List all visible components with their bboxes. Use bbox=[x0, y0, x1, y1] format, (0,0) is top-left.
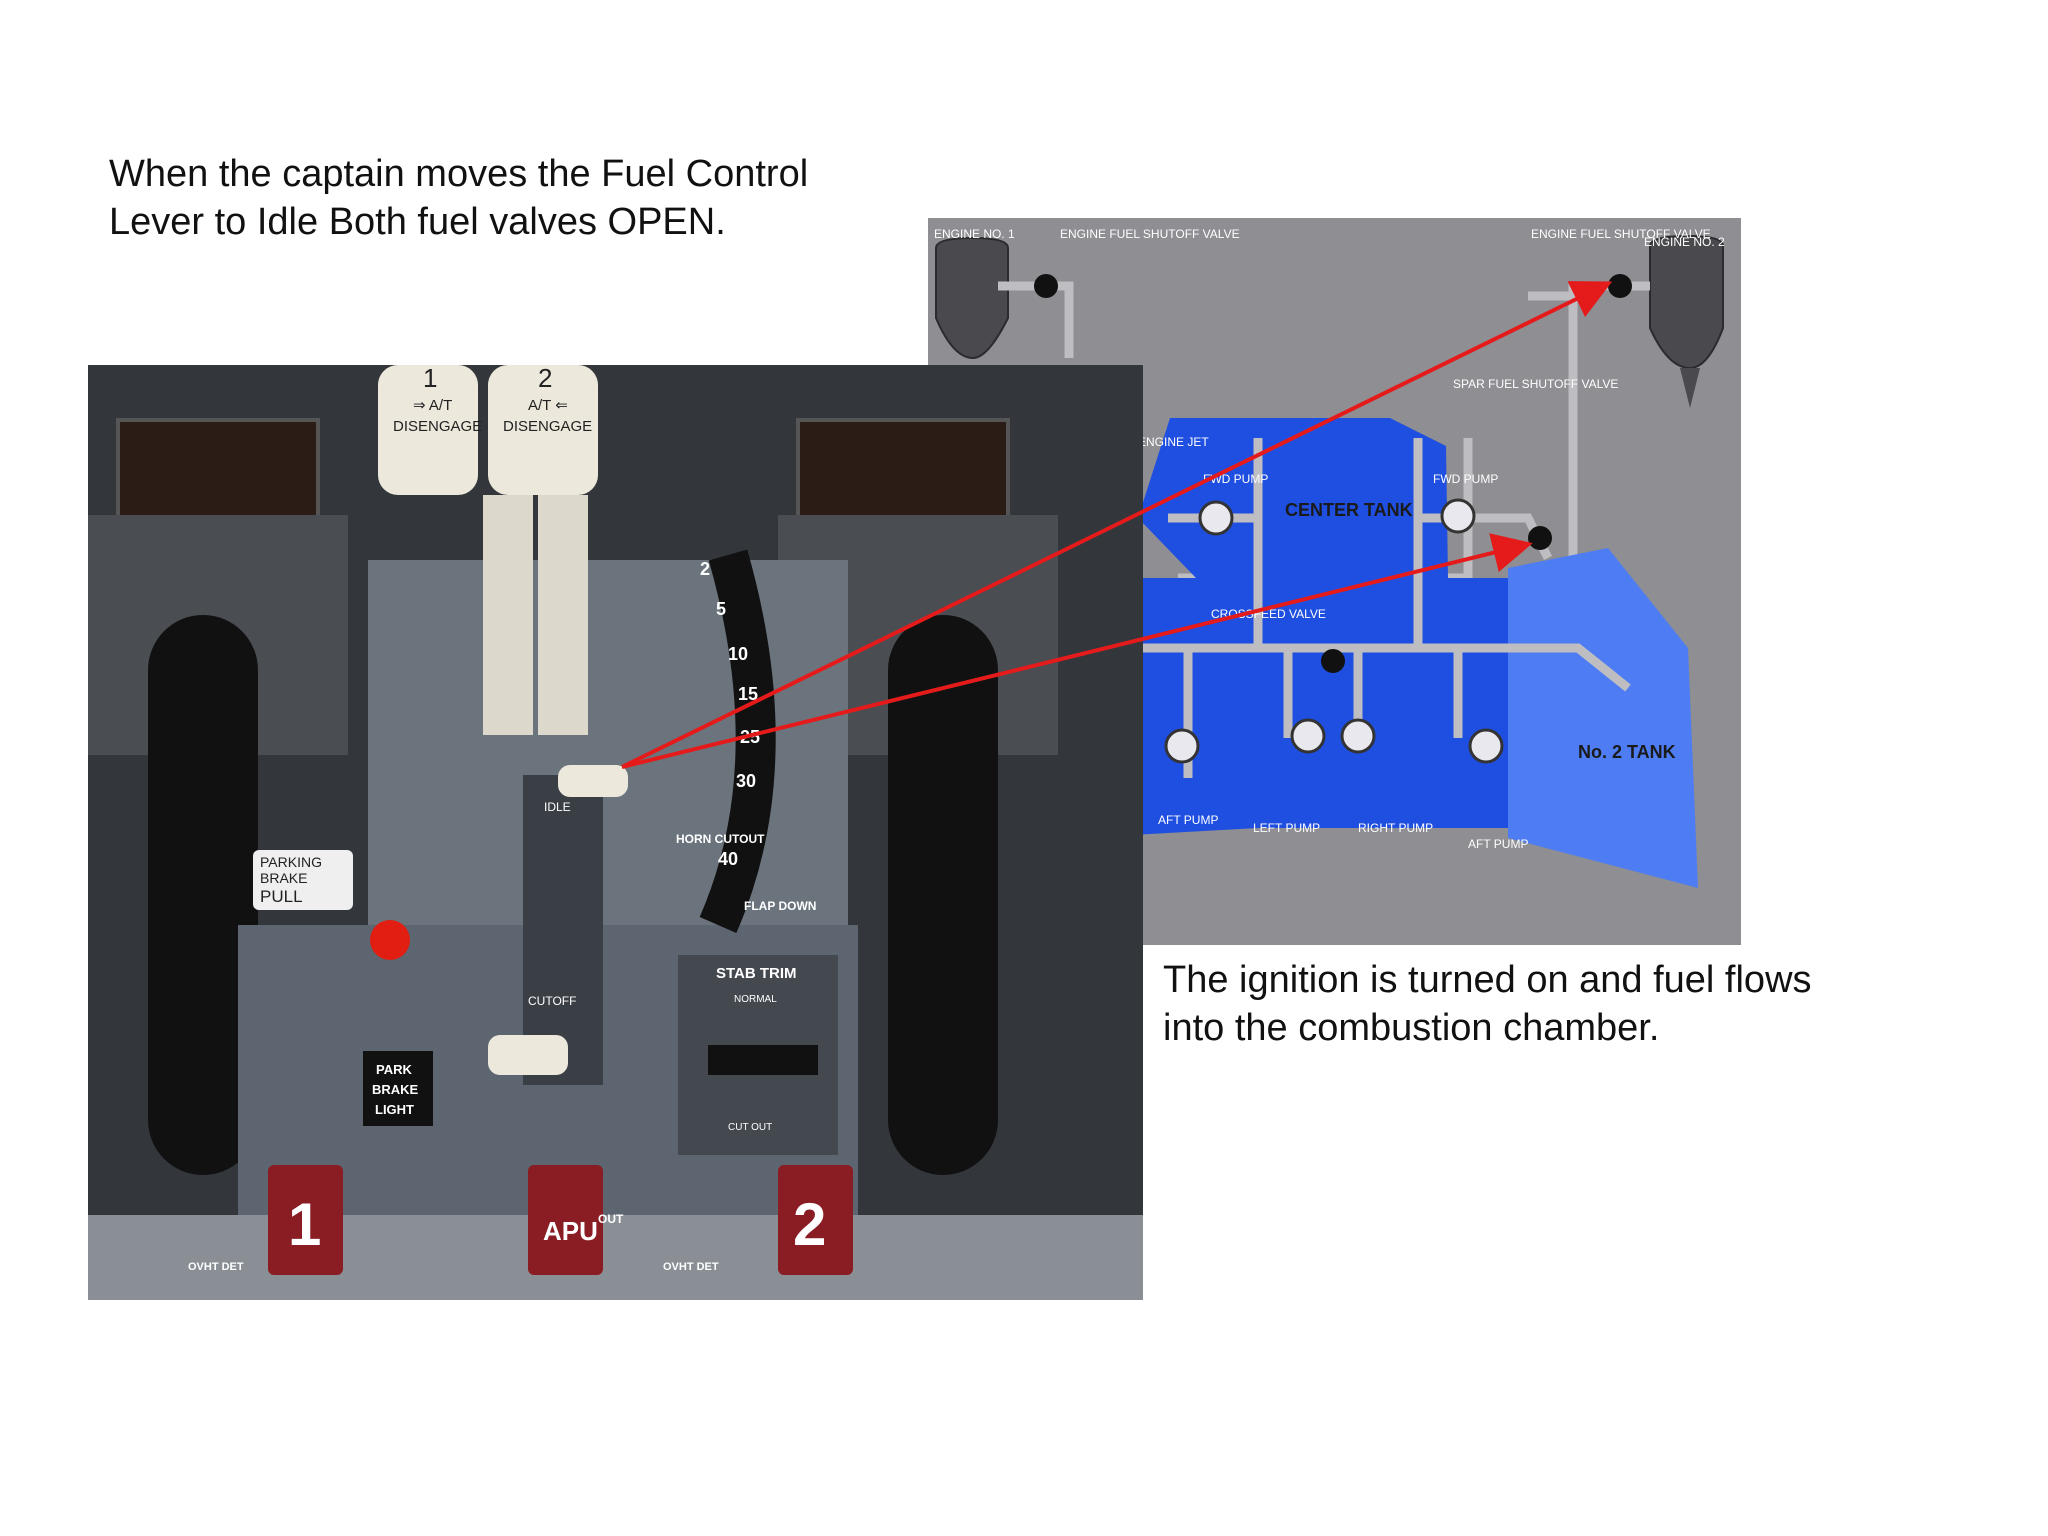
aft-pump-right-icon bbox=[1468, 728, 1504, 764]
thrust-lever-2 bbox=[488, 365, 598, 495]
flap-mark-15: 15 bbox=[738, 684, 758, 704]
ovht-det-right-label: OVHT DET bbox=[663, 1261, 719, 1273]
cutoff-label: CUTOFF bbox=[528, 994, 576, 1008]
parking-brake-line2: BRAKE bbox=[260, 870, 307, 886]
stab-trim-normal-label: NORMAL bbox=[734, 994, 777, 1005]
fwd-pump-right-label: FWD PUMP bbox=[1433, 472, 1498, 486]
park-brake-light-line2: BRAKE bbox=[372, 1082, 419, 1097]
lever2-at-label: A/T ⇐ bbox=[528, 397, 568, 414]
horn-cutout-label: HORN CUTOUT bbox=[676, 832, 765, 846]
idle-label: IDLE bbox=[544, 800, 571, 814]
ovht-det-left-label: OVHT DET bbox=[188, 1261, 244, 1273]
captain-yoke bbox=[148, 615, 258, 1175]
flap-down-label: FLAP DOWN bbox=[744, 899, 816, 913]
thrust-lever-1-shaft bbox=[483, 495, 533, 735]
park-brake-light-line3: LIGHT bbox=[375, 1102, 414, 1117]
fire-panel bbox=[88, 1215, 1143, 1300]
fire-handle-1 bbox=[268, 1165, 343, 1275]
flap-mark-2: 2 bbox=[700, 559, 710, 579]
engine-fuel-shutoff-valve-left-icon bbox=[1034, 274, 1058, 298]
spar-fuel-shutoff-valve-icon bbox=[1528, 526, 1552, 550]
top-caption: When the captain moves the Fuel Control … bbox=[109, 150, 889, 246]
left-pump-label: LEFT PUMP bbox=[1253, 821, 1320, 835]
engine-fuel-shutoff-valve-right-icon bbox=[1608, 274, 1632, 298]
flap-mark-10: 10 bbox=[728, 644, 748, 664]
flap-mark-25: 25 bbox=[740, 727, 760, 747]
throttle-quadrant-photo: 1 ⇒ A/T DISENGAGE 2 A/T ⇐ DISENGAGE IDLE… bbox=[88, 365, 1143, 1300]
engine-1-label: ENGINE NO. 1 bbox=[934, 227, 1015, 241]
no2-tank-label: No. 2 TANK bbox=[1578, 742, 1676, 762]
aft-pump-right-label: AFT PUMP bbox=[1468, 837, 1528, 851]
thrust-lever-1 bbox=[378, 365, 478, 495]
fuel-control-slot bbox=[523, 775, 603, 1085]
aft-pump-left-label: AFT PUMP bbox=[1158, 813, 1218, 827]
right-pump-icon bbox=[1340, 718, 1376, 754]
engine-jet-label: ENGINE JET bbox=[1138, 435, 1209, 449]
engine-fuel-shutoff-left-label: ENGINE FUEL SHUTOFF VALVE bbox=[1060, 227, 1240, 241]
fuel-control-lever-cutoff bbox=[488, 1035, 568, 1075]
fwd-pump-left-icon bbox=[1198, 500, 1234, 536]
fire-handle-apu bbox=[528, 1165, 603, 1275]
bottom-caption: The ignition is turned on and fuel flows… bbox=[1163, 956, 1943, 1052]
left-pump-icon bbox=[1290, 718, 1326, 754]
fwd-pump-left-label: FWD PUMP bbox=[1203, 472, 1268, 486]
bottom-caption-line1: The ignition is turned on and fuel flows bbox=[1163, 959, 1812, 1001]
fwd-pump-right-icon bbox=[1440, 498, 1476, 534]
parking-brake-light-icon bbox=[370, 920, 410, 960]
fire-handle-2-label: 2 bbox=[793, 1191, 826, 1258]
top-caption-line2: Lever to Idle Both fuel valves OPEN. bbox=[109, 201, 726, 243]
lever1-at-label: ⇒ A/T bbox=[413, 397, 452, 414]
lever2-disengage-label: DISENGAGE bbox=[503, 418, 592, 435]
crossfeed-valve-label: CROSSFEED VALVE bbox=[1211, 607, 1326, 621]
fire-handle-1-label: 1 bbox=[288, 1191, 321, 1258]
engine-2-icon bbox=[1649, 234, 1724, 408]
engine-fuel-shutoff-right-label: ENGINE FUEL SHUTOFF VALVE bbox=[1531, 227, 1711, 241]
park-brake-light-line1: PARK bbox=[376, 1062, 412, 1077]
fire-handle-apu-label: APU bbox=[543, 1216, 598, 1246]
flap-mark-5: 5 bbox=[716, 599, 726, 619]
out-label: OUT bbox=[598, 1212, 624, 1226]
parking-brake-tag bbox=[253, 850, 353, 910]
stab-trim-label: STAB TRIM bbox=[716, 965, 797, 982]
lever1-disengage-label: DISENGAGE bbox=[393, 418, 482, 435]
bottom-caption-line2: into the combustion chamber. bbox=[1163, 1007, 1660, 1049]
flap-mark-30: 30 bbox=[736, 771, 756, 791]
engine-2-label: ENGINE NO. 2 bbox=[1644, 235, 1725, 249]
aft-pump-left-icon bbox=[1164, 728, 1200, 764]
first-officer-yoke bbox=[888, 615, 998, 1175]
lever2-number: 2 bbox=[538, 365, 552, 393]
stab-trim-cutout-label: CUT OUT bbox=[728, 1122, 772, 1133]
stab-trim-switch-guard bbox=[708, 1045, 818, 1075]
center-tank-label: CENTER TANK bbox=[1285, 500, 1413, 520]
top-caption-line1: When the captain moves the Fuel Control bbox=[109, 153, 809, 195]
parking-brake-line3: PULL bbox=[260, 887, 303, 906]
right-pump-label: RIGHT PUMP bbox=[1358, 821, 1433, 835]
parking-brake-line1: PARKING bbox=[260, 854, 322, 870]
crossfeed-valve-icon bbox=[1321, 649, 1345, 673]
lever1-number: 1 bbox=[423, 365, 437, 393]
fire-handle-2 bbox=[778, 1165, 853, 1275]
fuel-control-lever-idle bbox=[558, 765, 628, 797]
spar-fuel-shutoff-label: SPAR FUEL SHUTOFF VALVE bbox=[1453, 377, 1618, 391]
park-brake-light-panel bbox=[363, 1051, 433, 1126]
flap-mark-40: 40 bbox=[718, 849, 738, 869]
thrust-lever-2-shaft bbox=[538, 495, 588, 735]
